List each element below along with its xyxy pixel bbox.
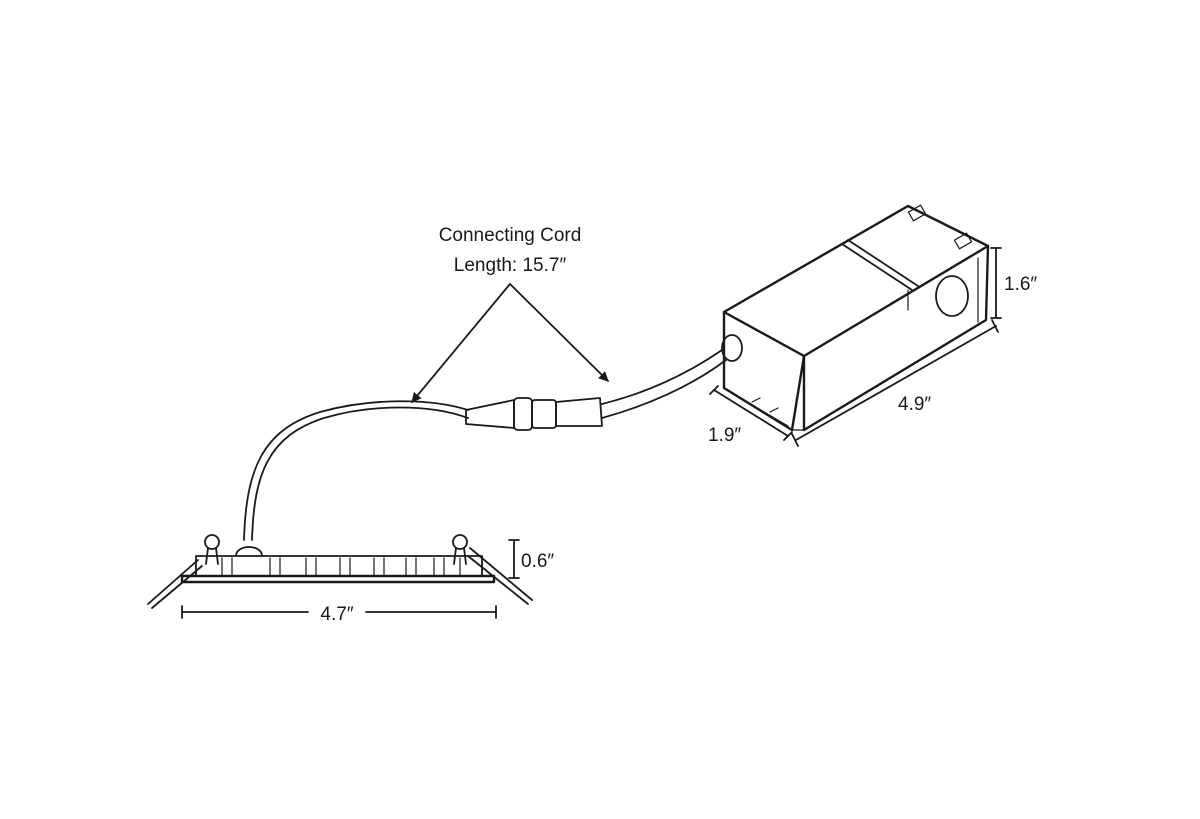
junction-box xyxy=(722,204,990,432)
box-width-dimension xyxy=(709,385,793,441)
light-width-label: 4.7″ xyxy=(320,604,353,625)
light-width-dimension xyxy=(181,605,497,619)
box-length-label: 4.9″ xyxy=(898,394,931,415)
recessed-light xyxy=(147,534,533,609)
box-width-label: 1.9″ xyxy=(708,425,741,446)
light-height-dimension xyxy=(508,539,520,579)
connecting-cord xyxy=(243,334,743,541)
box-height-dimension xyxy=(990,247,1002,319)
light-height-label: 0.6″ xyxy=(521,551,554,572)
box-length-dimension xyxy=(791,319,999,447)
cord-label-line2: Length: 15.7″ xyxy=(454,255,567,276)
box-height-label: 1.6″ xyxy=(1004,274,1037,295)
cord-callout-arrows xyxy=(411,283,609,403)
cord-label-line1: Connecting Cord xyxy=(439,225,582,246)
